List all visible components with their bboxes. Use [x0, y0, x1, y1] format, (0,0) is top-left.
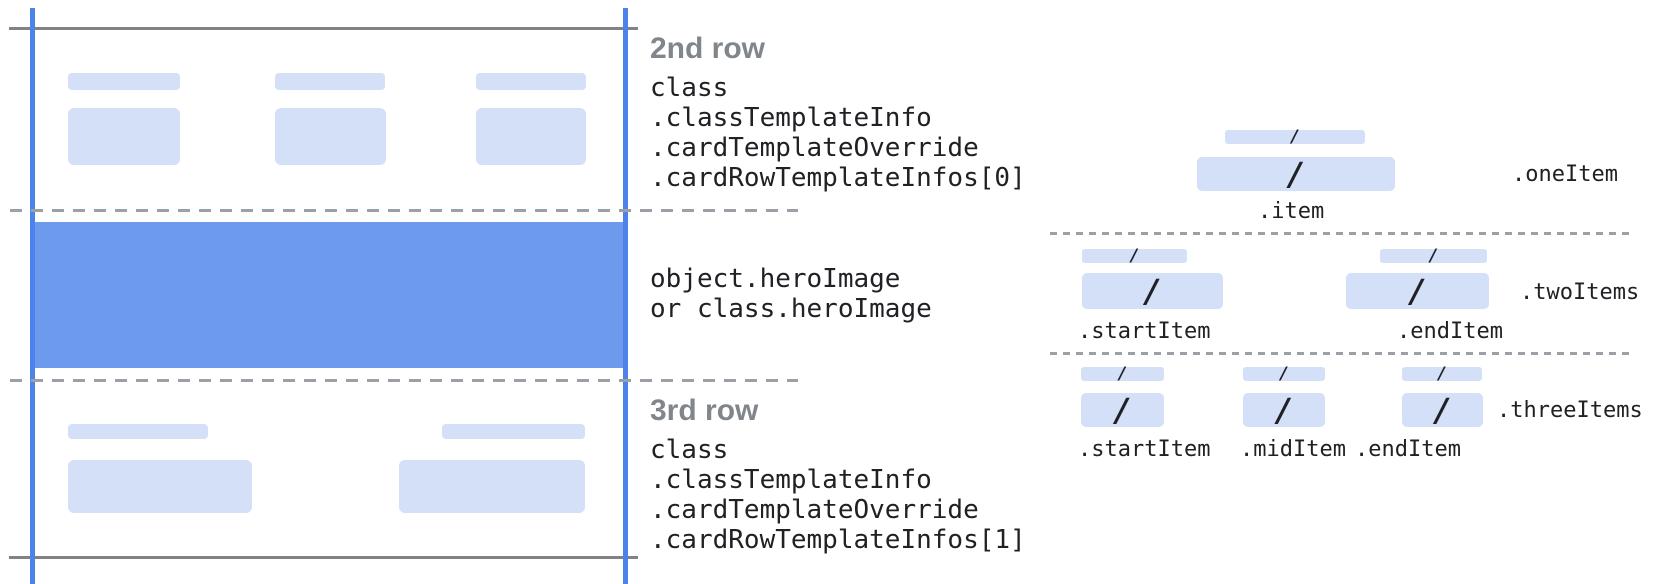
third-row-heading: 3rd row	[650, 394, 759, 427]
second-row-divider-dashed-line	[10, 209, 798, 212]
two-items-end-label-bar: /	[1380, 246, 1487, 266]
row3-col1-label-placeholder	[68, 424, 208, 439]
code-line: class	[650, 435, 729, 465]
hero-image-band	[30, 222, 628, 368]
three-items-end-value-bar: /	[1402, 393, 1483, 427]
row2-col2-label-placeholder	[275, 73, 385, 90]
two-items-start-label-bar: /	[1082, 246, 1187, 266]
third-row-annotation: 3rd row class .classTemplateInfo .cardTe…	[650, 392, 1026, 555]
slash-glyph: /	[1432, 391, 1453, 429]
code-line: class	[650, 73, 729, 103]
slash-glyph: /	[1428, 246, 1439, 266]
card-right-guide-line	[623, 8, 628, 584]
hero-image-annotation: object.heroImage or class.heroImage	[650, 264, 932, 324]
second-row-heading: 2nd row	[650, 32, 766, 65]
row2-col2-value-placeholder	[275, 108, 386, 165]
three-items-start-value-bar: /	[1081, 393, 1164, 427]
slash-glyph: /	[1142, 272, 1163, 310]
three-items-end-label-bar: /	[1402, 364, 1482, 384]
row2-col3-label-placeholder	[476, 73, 586, 90]
second-row-code-block: class .classTemplateInfo .cardTemplateOv…	[650, 73, 1026, 193]
row3-col1-value-placeholder	[68, 460, 252, 513]
slash-glyph: /	[1117, 364, 1128, 384]
slash-glyph: /	[1278, 364, 1290, 384]
row2-col1-value-placeholder	[68, 108, 180, 165]
card-top-border-line	[9, 27, 638, 30]
three-items-start-label-bar: /	[1081, 364, 1164, 384]
hero-divider-dashed-line	[10, 379, 798, 382]
code-line: .classTemplateInfo	[650, 103, 932, 133]
two-items-end-label: .endItem	[1397, 319, 1503, 344]
three-items-mid-label: .midItem	[1240, 437, 1346, 462]
one-item-group-label: .oneItem	[1512, 162, 1618, 187]
one-item-value-bar: /	[1197, 157, 1395, 191]
three-items-group-label: .threeItems	[1497, 398, 1643, 423]
slash-glyph: /	[1286, 155, 1306, 193]
card-bottom-border-line	[9, 556, 638, 559]
card-left-guide-line	[30, 8, 35, 584]
one-item-label-bar: /	[1225, 127, 1365, 147]
slash-glyph: /	[1407, 272, 1428, 310]
code-line: .cardRowTemplateInfos[0]	[650, 163, 1026, 193]
two-items-start-label: .startItem	[1078, 319, 1211, 344]
legend-divider-dashed-line	[1050, 352, 1630, 355]
code-line: object.heroImage	[650, 264, 901, 294]
three-items-end-label: .endItem	[1355, 437, 1461, 462]
row3-col2-label-placeholder	[442, 424, 585, 439]
two-items-group-label: .twoItems	[1520, 280, 1640, 305]
slash-glyph: /	[1129, 246, 1140, 266]
legend-divider-dashed-line	[1050, 232, 1630, 235]
slash-glyph: /	[1274, 391, 1294, 429]
code-line: .cardTemplateOverride	[650, 495, 979, 525]
slash-glyph: /	[1436, 364, 1448, 384]
three-items-mid-value-bar: /	[1243, 393, 1325, 427]
slash-glyph: /	[1289, 127, 1301, 147]
two-items-start-value-bar: /	[1082, 273, 1223, 309]
code-line: or class.heroImage	[650, 294, 932, 324]
slash-glyph: /	[1112, 391, 1133, 429]
code-line: .classTemplateInfo	[650, 465, 932, 495]
third-row-code-block: class .classTemplateInfo .cardTemplateOv…	[650, 435, 1026, 555]
one-item-item-label: .item	[1258, 199, 1325, 224]
row3-col2-value-placeholder	[399, 460, 585, 513]
three-items-start-label: .startItem	[1078, 437, 1211, 462]
two-items-end-value-bar: /	[1346, 273, 1489, 309]
code-line: .cardRowTemplateInfos[1]	[650, 525, 1026, 555]
three-items-mid-label-bar: /	[1243, 364, 1325, 384]
second-row-annotation: 2nd row class .classTemplateInfo .cardTe…	[650, 30, 1026, 193]
code-line: .cardTemplateOverride	[650, 133, 979, 163]
row2-col3-value-placeholder	[476, 108, 586, 165]
row2-col1-label-placeholder	[68, 73, 180, 90]
